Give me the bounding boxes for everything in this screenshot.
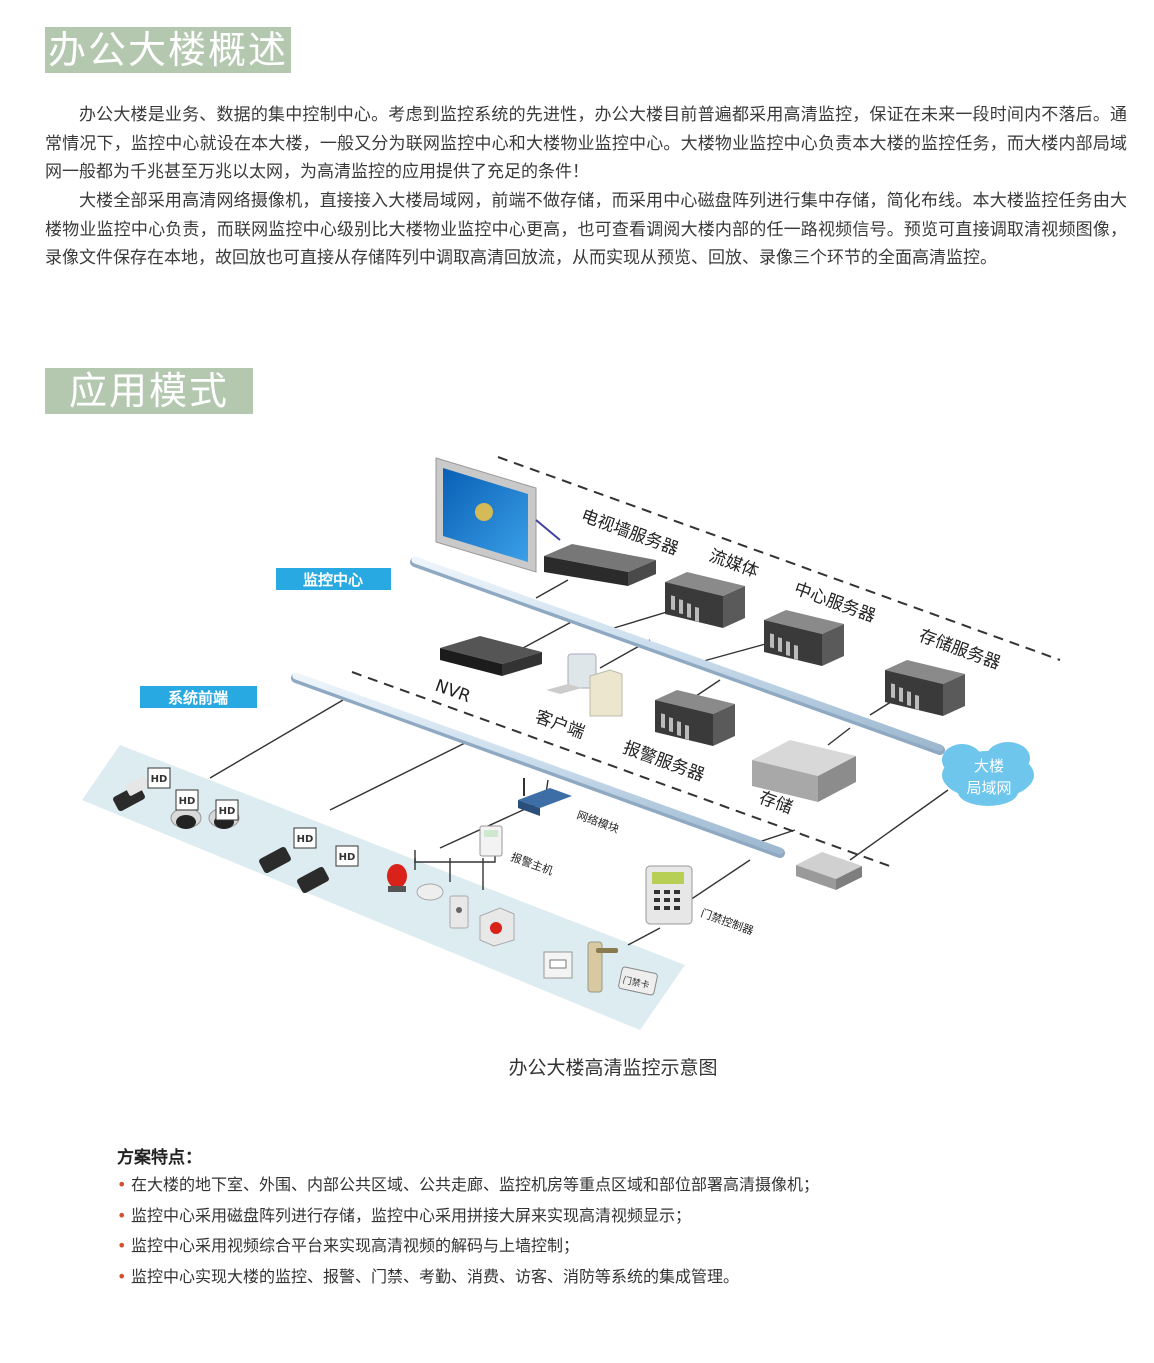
bullet-icon: •	[117, 1205, 127, 1225]
emergency-button-icon	[479, 907, 515, 947]
hd-camera-icon	[259, 846, 291, 874]
alarm-server-icon	[655, 690, 735, 746]
network-module-icon	[518, 778, 572, 816]
hd-badge: HD	[179, 796, 196, 807]
label-stream-media: 流媒体	[706, 546, 761, 582]
door-lock-icon	[587, 941, 618, 993]
monitoring-diagram: 大楼 局域网 HD HD HD	[82, 456, 1061, 1030]
feature-text: 监控中心实现大楼的监控、报警、门禁、考勤、消费、访客、消防等系统的集成管理。	[131, 1266, 740, 1286]
list-item: •监控中心实现大楼的监控、报警、门禁、考勤、消费、访客、消防等系统的集成管理。	[117, 1262, 819, 1293]
dome-camera-icon	[170, 807, 202, 829]
alarm-siren-icon	[387, 864, 407, 892]
feature-text: 在大楼的地下室、外围、内部公共区域、公共走廊、监控机房等重点区域和部位部署高清摄…	[131, 1175, 820, 1194]
label-client: 客户端	[532, 707, 587, 743]
list-item: •监控中心采用磁盘阵列进行存储，监控中心采用拼接大屏来实现高清视频显示；	[117, 1201, 819, 1232]
section-title-application: 应用模式	[45, 368, 253, 414]
features-title: 方案特点：	[117, 1148, 202, 1168]
tv-wall-server-icon	[544, 544, 656, 586]
motion-sensor-icon	[449, 895, 469, 929]
section-title-overview: 办公大楼概述	[45, 27, 291, 73]
access-card-icon	[618, 966, 658, 996]
tv-wall-icon	[435, 457, 561, 573]
storage-box-icon	[752, 740, 856, 802]
overview-paragraph-2: 大楼全部采用高清网络摄像机，直接接入大楼局域网，前端不做存储，而采用中心磁盘阵列…	[45, 191, 1127, 269]
lan-cloud-icon	[942, 742, 1034, 806]
label-alarm-host: 报警主机	[509, 850, 555, 878]
zone-label-front-end: 系统前端	[168, 689, 228, 707]
network-switch-icon	[796, 852, 862, 890]
stream-media-server-icon	[665, 572, 745, 628]
feature-text: 监控中心采用视频综合平台来实现高清视频的解码与上墙控制；	[131, 1236, 580, 1255]
bullet-icon: •	[117, 1266, 127, 1286]
bullet-icon: •	[117, 1175, 127, 1194]
hd-camera-icon	[297, 866, 329, 894]
list-item: •监控中心采用视频综合平台来实现高清视频的解码与上墙控制；	[117, 1231, 819, 1262]
alarm-host-icon	[479, 825, 503, 857]
features-list: •在大楼的地下室、外围、内部公共区域、公共走廊、监控机房等重点区域和部位部署高清…	[117, 1170, 819, 1292]
label-access-controller: 门禁控制器	[699, 906, 755, 938]
client-pc-icon	[546, 653, 623, 717]
smoke-detector-icon	[416, 883, 444, 901]
feature-text: 监控中心采用磁盘阵列进行存储，监控中心采用拼接大屏来实现高清视频显示；	[131, 1205, 692, 1225]
dashed-line-middle	[351, 671, 896, 869]
dashed-line-top	[497, 456, 1061, 661]
bullet-icon: •	[117, 1236, 127, 1255]
diagram-caption: 办公大楼高清监控示意图	[508, 1057, 718, 1079]
hd-camera-icon	[113, 776, 149, 812]
list-item: •在大楼的地下室、外围、内部公共区域、公共走廊、监控机房等重点区域和部位部署高清…	[117, 1170, 819, 1201]
nvr-icon	[440, 636, 542, 676]
label-alarm-server: 报警服务器	[620, 738, 707, 786]
exit-button-icon	[543, 951, 573, 979]
center-server-icon	[764, 610, 844, 666]
hd-badge: HD	[151, 774, 168, 785]
hd-badge: HD	[339, 852, 356, 863]
hd-badge: HD	[219, 806, 236, 817]
overview-paragraph-1: 办公大楼是业务、数据的集中控制中心。考虑到监控系统的先进性，办公大楼目前普遍都采…	[45, 105, 1127, 183]
label-network-module: 网络模块	[575, 808, 621, 836]
hd-badge: HD	[297, 834, 314, 845]
zone-label-monitoring-center: 监控中心	[303, 571, 363, 589]
lan-label-line2: 局域网	[966, 779, 1011, 797]
access-controller-icon	[645, 865, 693, 925]
storage-server-icon	[885, 660, 965, 716]
lan-label-line1: 大楼	[974, 757, 1004, 775]
